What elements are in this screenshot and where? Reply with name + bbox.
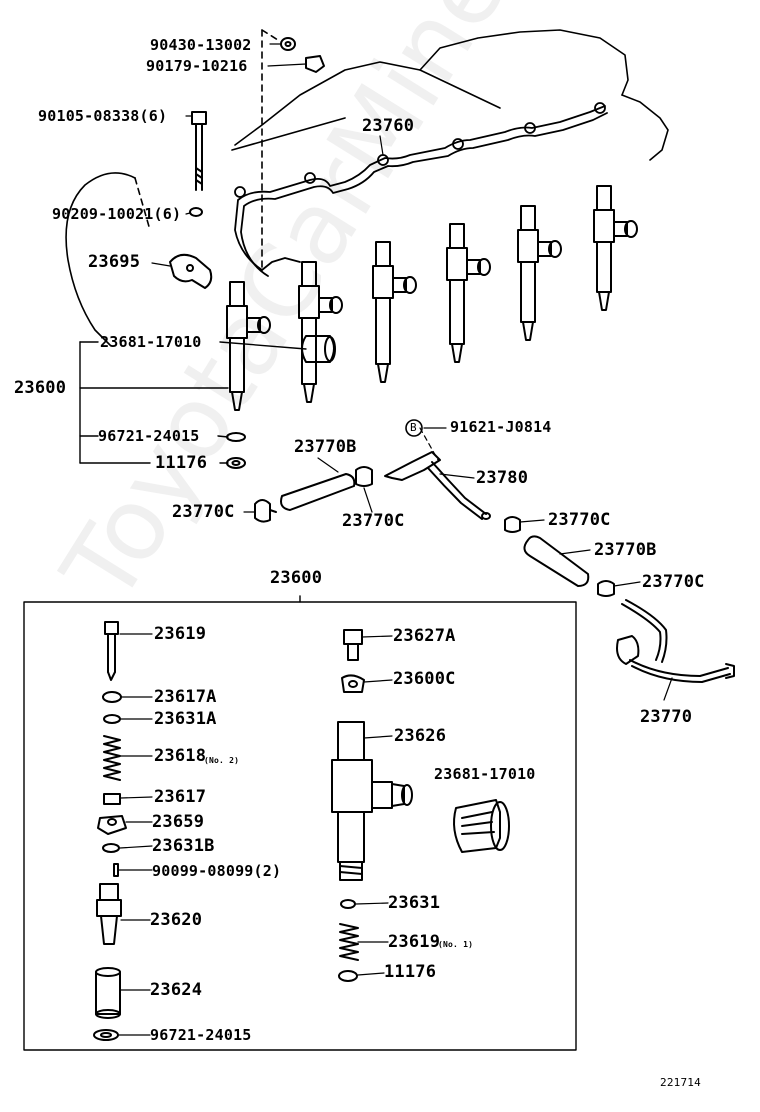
label-96721-24015-top: 96721-24015 [98, 427, 200, 445]
badge-b-letter: B [410, 421, 417, 434]
part-23681-holder-seat [453, 799, 510, 853]
pipe-23770 [616, 599, 735, 683]
hose-23770B-b [523, 535, 590, 587]
label-23780: 23780 [476, 468, 529, 488]
label-23695: 23695 [88, 252, 141, 272]
label-23600: 23600 [14, 378, 67, 398]
label-23631B: 23631B [152, 836, 215, 856]
part-23659-nut [97, 815, 127, 835]
leader-lines-top [151, 43, 439, 461]
leader-lines-box [117, 633, 393, 1036]
part-23618-spring [103, 735, 121, 781]
label-23631A: 23631A [154, 709, 217, 729]
label-23770C-b: 23770C [342, 511, 405, 531]
label-23600-box: 23600 [270, 568, 323, 588]
label-23770: 23770 [640, 707, 693, 727]
label-90105-08338: 90105-08338(6) [38, 107, 168, 125]
holder-seat-23681 [301, 335, 336, 363]
leader-lines-mid [243, 427, 673, 701]
label-23681-17010-box: 23681-17010 [434, 765, 536, 783]
bolt-90105 [191, 111, 207, 191]
washer-90430 [280, 37, 296, 51]
part-96721-washer [93, 1029, 119, 1041]
label-23770C-c: 23770C [548, 510, 611, 530]
engine-outline [65, 29, 669, 346]
badge-b [405, 419, 423, 437]
label-90430-13002: 90430-13002 [150, 36, 252, 54]
label-90099-08099: 90099-08099(2) [152, 862, 282, 880]
part-23624-retaining-nut [95, 967, 121, 1019]
part-23617A-washer [102, 691, 122, 703]
label-23770C-a: 23770C [172, 502, 235, 522]
injector-3 [372, 241, 417, 383]
label-23618: 23618 [154, 746, 207, 766]
label-23681-17010-top: 23681-17010 [100, 333, 202, 351]
washer-96721-top [226, 432, 246, 442]
label-23770B-a: 23770B [294, 437, 357, 457]
injector-2 [298, 261, 343, 403]
injector-4 [446, 223, 491, 363]
part-23631-washer [340, 899, 356, 909]
label-23619-no1: 23619 [388, 932, 441, 952]
part-23631B-washer [102, 843, 120, 853]
gasket-11176-top [226, 457, 246, 469]
label-23617: 23617 [154, 787, 207, 807]
part-23619-spring-no1 [339, 923, 359, 961]
washer-90209 [189, 207, 203, 217]
clip-23770C-c [504, 516, 521, 533]
label-23626: 23626 [394, 726, 447, 746]
nut-90179 [305, 55, 325, 73]
injector-1 [226, 281, 271, 411]
label-23619-no1-sub: (No. 1) [438, 940, 474, 949]
pipe-23780 [384, 451, 491, 520]
label-23770B-b: 23770B [594, 540, 657, 560]
part-23620-nozzle [96, 883, 122, 945]
clip-23770C-b [355, 466, 373, 487]
label-23618-sub: (No. 2) [204, 756, 240, 765]
label-11176-box: 11176 [384, 962, 437, 982]
label-23600C: 23600C [393, 669, 456, 689]
label-23627A: 23627A [393, 626, 456, 646]
label-90209-10021: 90209-10021(6) [52, 205, 182, 223]
part-90099-pin [113, 863, 119, 877]
clip-23770C-a [254, 499, 277, 523]
part-23631A-washer [103, 714, 121, 724]
injector-5 [517, 205, 562, 341]
part-23600C-collar [341, 674, 365, 693]
label-23620: 23620 [150, 910, 203, 930]
injector-6 [593, 185, 638, 311]
diagram-code: 221714 [660, 1076, 701, 1089]
label-23631: 23631 [388, 893, 441, 913]
part-23619-pin [104, 621, 119, 681]
label-23624: 23624 [150, 980, 203, 1000]
label-23617A: 23617A [154, 687, 217, 707]
label-96721-24015-box: 96721-24015 [150, 1026, 252, 1044]
label-23760: 23760 [362, 116, 415, 136]
hose-23770B-a [280, 473, 356, 511]
part-23626-holder-body [331, 721, 413, 881]
part-23617-seat [103, 793, 121, 805]
clip-23770C-d [597, 580, 615, 597]
group-bracket-top [79, 341, 307, 464]
label-23619: 23619 [154, 624, 207, 644]
part-11176-gasket [338, 970, 358, 982]
label-90179-10216: 90179-10216 [146, 57, 248, 75]
label-11176-top: 11176 [155, 453, 208, 473]
exploded-view-box [23, 595, 577, 1051]
label-23659: 23659 [152, 812, 205, 832]
label-91621-J0814: 91621-J0814 [450, 418, 552, 436]
clamp-23695 [169, 253, 213, 289]
leakage-pipe-23760 [234, 102, 608, 277]
label-23770C-d: 23770C [642, 572, 705, 592]
part-23627A-bolt [343, 629, 363, 661]
